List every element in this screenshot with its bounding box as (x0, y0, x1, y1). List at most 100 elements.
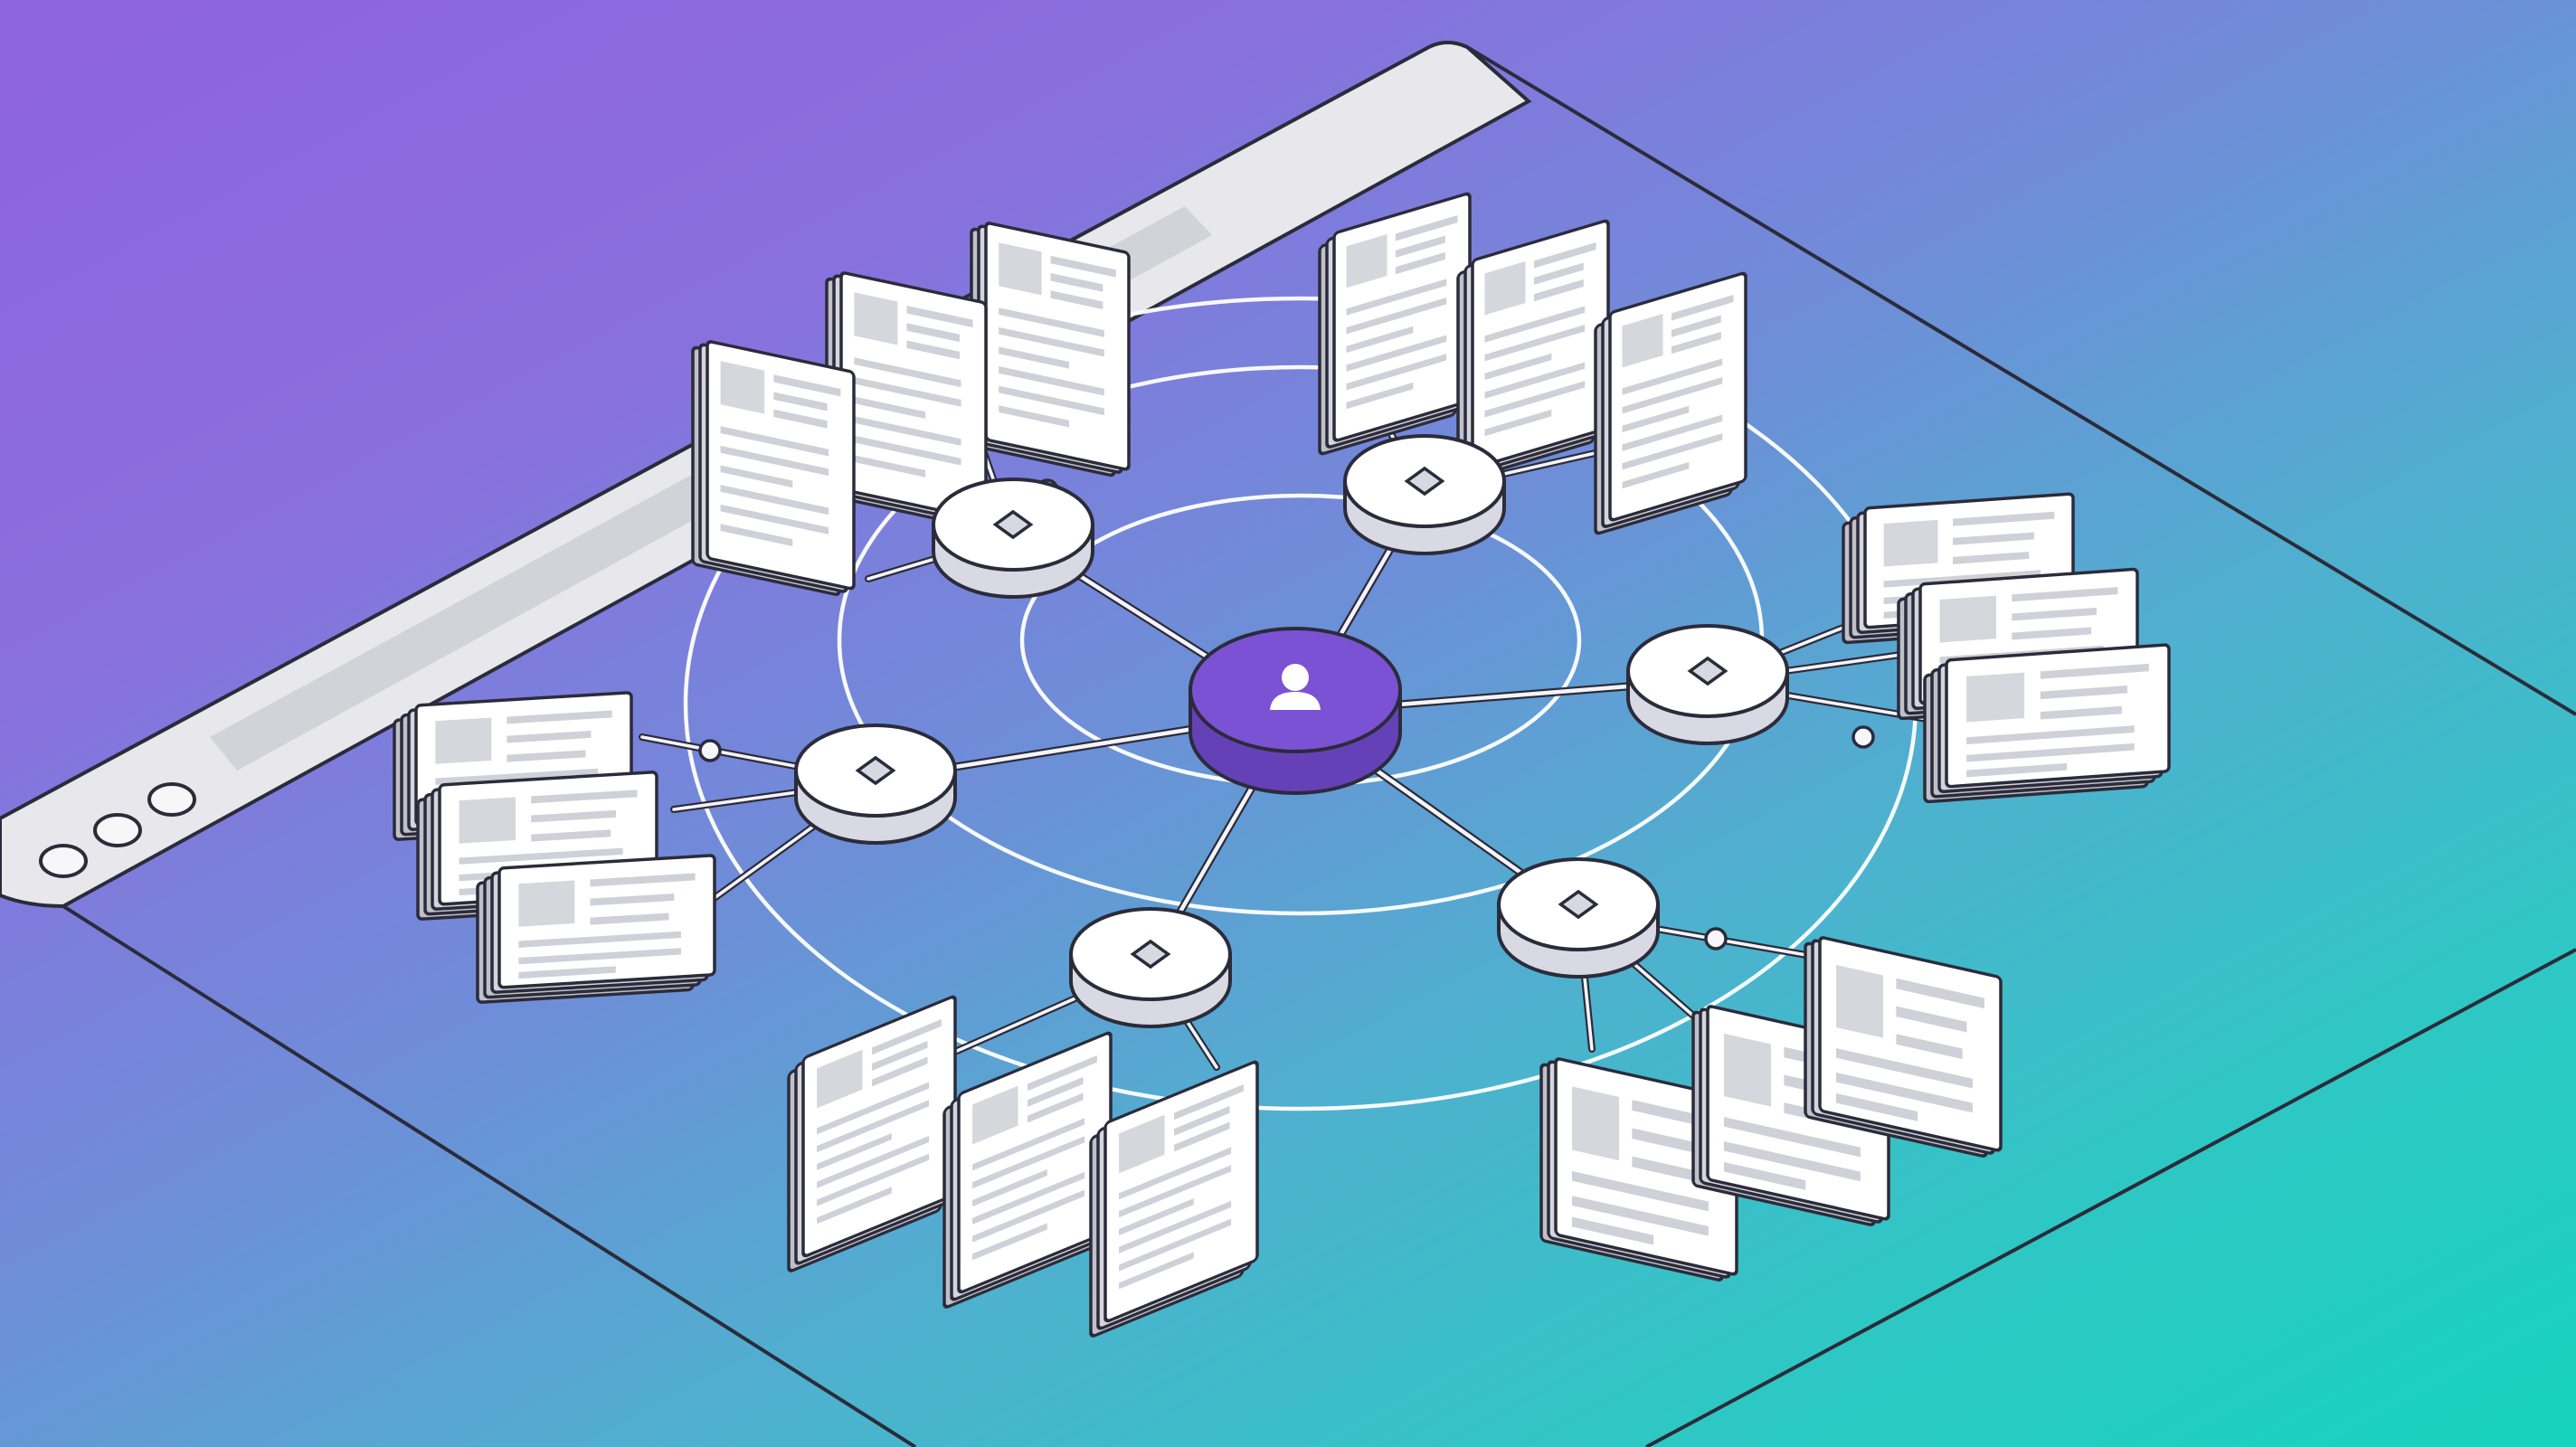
card-text-line (1622, 358, 1723, 395)
card-text-line (1050, 255, 1116, 278)
card-image-placeholder (1622, 313, 1663, 368)
card-image-placeholder (1966, 672, 2025, 723)
card-image-placeholder (1939, 595, 1997, 643)
card-text-line (1622, 405, 1690, 433)
card-text-line (1346, 382, 1414, 410)
card-text-line (1896, 1006, 1967, 1033)
card-text-line (1346, 298, 1447, 335)
card-text-line (1953, 532, 2034, 545)
card-text-line (518, 966, 616, 979)
document-card-4 (1318, 192, 1472, 456)
card-text-line (999, 326, 1104, 357)
card-text-line (1724, 1140, 1861, 1182)
document-card-16 (787, 995, 957, 1272)
card-text-line (720, 465, 793, 488)
document-card-13 (1539, 1057, 1738, 1281)
card-image-placeholder (854, 292, 898, 345)
card-text-line (590, 913, 669, 925)
node-1 (932, 478, 1094, 599)
card-text-line (1346, 326, 1414, 354)
card-text-line (1671, 294, 1734, 321)
card-text-line (1533, 279, 1584, 302)
card-text-line (773, 374, 841, 397)
card-text-line (1119, 1147, 1232, 1200)
card-text-line (1622, 433, 1723, 470)
card-text-line (2040, 663, 2149, 679)
card-text-line (1174, 1083, 1244, 1121)
card-image-placeholder (972, 1085, 1018, 1145)
card-text-line (1724, 1117, 1861, 1158)
card-text-line (1346, 335, 1447, 372)
card-text-line (1896, 1034, 1963, 1060)
card-text-line (854, 416, 961, 446)
card-text-line (1174, 1121, 1230, 1152)
card-text-line (906, 306, 973, 328)
card-text-line (817, 1133, 892, 1171)
card-text-line (2040, 685, 2127, 700)
card-text-line (1050, 273, 1103, 292)
card-text-line (854, 455, 926, 478)
card-text-line (1395, 251, 1445, 275)
card-text-line (1622, 377, 1723, 414)
card-text-line (972, 1223, 1047, 1261)
document-cards (393, 192, 2171, 1338)
card-text-line (1028, 1092, 1084, 1123)
card-text-line (720, 426, 829, 457)
window-control-circle (93, 813, 142, 847)
card-image-placeholder (518, 880, 575, 927)
diamond-icon (992, 509, 1034, 540)
card-image-placeholder (1346, 233, 1387, 288)
card-text-line (720, 445, 829, 477)
card-text-line (1966, 762, 2068, 778)
central-hub (1189, 627, 1402, 795)
card-text-line (1953, 552, 2030, 564)
node-3 (1626, 624, 1789, 745)
card-text-line (518, 931, 681, 948)
card-text-line (972, 1171, 1085, 1225)
card-image-placeholder (1119, 1114, 1165, 1174)
document-card-5 (1456, 219, 1610, 483)
card-text-line (507, 710, 612, 724)
card-text-line (872, 1018, 942, 1055)
card-text-line (1632, 1156, 1699, 1182)
card-text-line (817, 1187, 892, 1225)
card-text-line (435, 768, 598, 785)
card-text-line (2012, 627, 2092, 640)
card-text-line (1119, 1218, 1232, 1272)
card-text-line (972, 1118, 1085, 1171)
card-text-line (1050, 290, 1103, 309)
card-text-line (854, 396, 926, 419)
card-text-line (1119, 1198, 1194, 1236)
card-text-line (1896, 978, 1984, 1009)
card-text-line (972, 1169, 1047, 1207)
card-text-line (1966, 742, 2135, 762)
card-text-line (999, 385, 1104, 416)
card-text-line (906, 323, 960, 343)
card-text-line (1346, 279, 1447, 316)
card-text-line (1028, 1055, 1097, 1092)
card-text-line (531, 809, 616, 823)
card-text-line (1966, 725, 2135, 744)
card-text-line (854, 357, 961, 388)
junction-dot-3 (1852, 725, 1875, 749)
card-text-line (1484, 325, 1586, 362)
card-image-placeholder (1883, 519, 1938, 567)
card-text-line (906, 340, 960, 360)
card-text-line (1533, 262, 1584, 285)
card-image-placeholder (459, 797, 516, 844)
document-card-2 (825, 271, 988, 527)
card-text-line (972, 1189, 1085, 1243)
card-text-line (1484, 306, 1586, 343)
card-text-line (2040, 705, 2122, 720)
card-text-line (1484, 409, 1552, 437)
card-text-line (1119, 1165, 1232, 1218)
card-text-line (1836, 1092, 1918, 1121)
card-image-placeholder (1484, 260, 1526, 316)
card-text-line (1346, 354, 1447, 391)
card-text-line (1953, 511, 2055, 526)
card-text-line (817, 1153, 930, 1206)
node-4 (1497, 857, 1660, 979)
document-card-1 (970, 222, 1131, 478)
